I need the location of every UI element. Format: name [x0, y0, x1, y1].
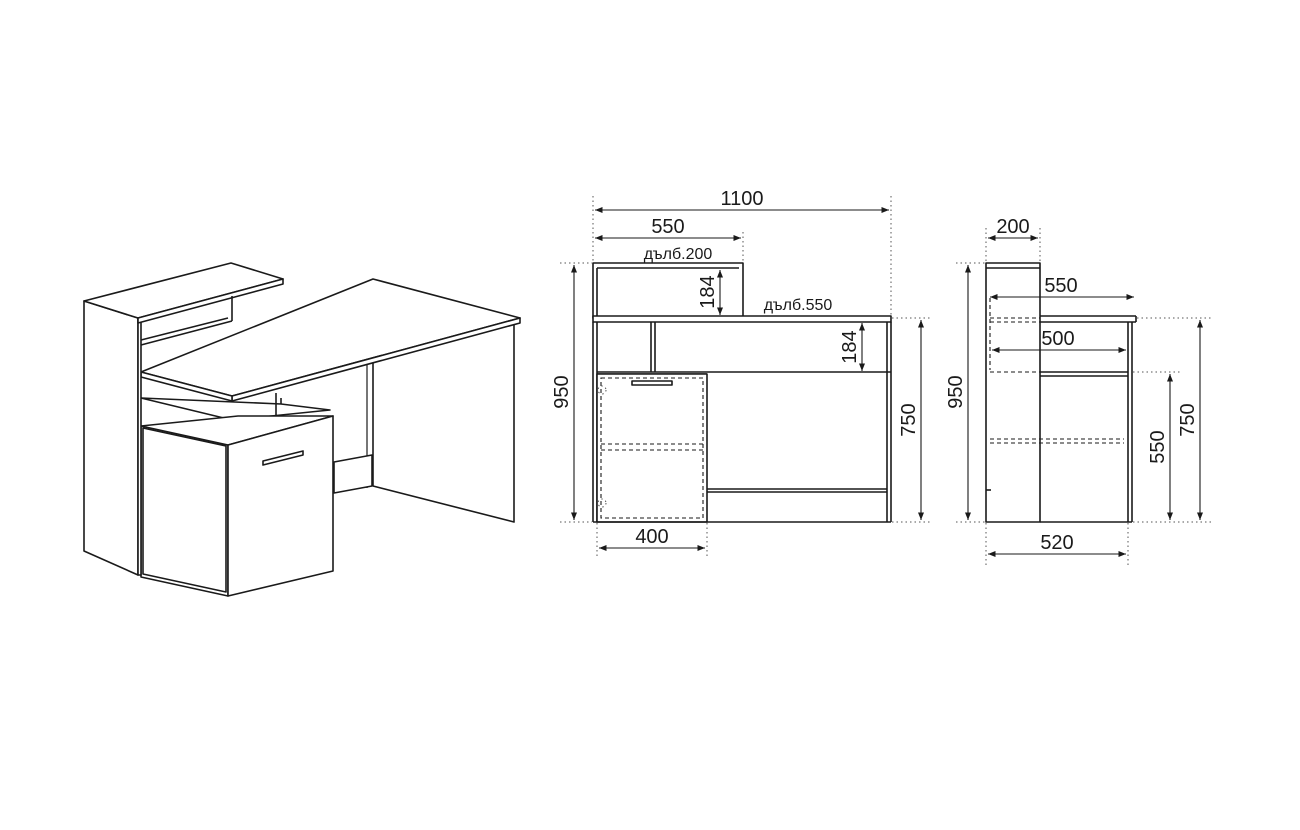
- front-cabinet-width-label: 400: [635, 526, 668, 548]
- front-height-desk-label: 750: [898, 403, 920, 436]
- side-tall-panel: [985, 262, 1041, 523]
- front-width-upper-label: 550: [651, 216, 684, 238]
- side-view: 200 550 500 950 550 750 520: [945, 216, 1212, 566]
- back-panel: [333, 454, 373, 494]
- front-height-total-label: 950: [551, 375, 573, 408]
- front-depth-desk-label: дълб.550: [764, 297, 833, 314]
- front-desk-top: [592, 315, 892, 323]
- side-height-total-label: 950: [945, 375, 967, 408]
- tall-side-panel: [83, 300, 139, 576]
- front-width-total-label: 1100: [720, 188, 763, 210]
- side-depth-550-label: 550: [1044, 275, 1077, 297]
- isometric-view: [83, 262, 521, 597]
- side-depth-upper-label: 200: [996, 216, 1029, 238]
- door-handle: [262, 450, 304, 466]
- lower-shelf: [140, 397, 331, 421]
- front-shelf-desk-height-label: 184: [839, 330, 861, 363]
- front-view: 1100 550 дълб.200 дълб.550 184 184 950 7…: [551, 188, 932, 556]
- side-height-cabinet-label: 550: [1147, 430, 1169, 463]
- side-depth-500-label: 500: [1041, 328, 1074, 350]
- cabinet-door: [227, 415, 334, 597]
- front-depth-upper-label: дълб.200: [644, 246, 713, 263]
- front-cabinet: [596, 373, 708, 523]
- side-base-width-label: 520: [1040, 532, 1073, 554]
- side-height-desk-label: 750: [1177, 403, 1199, 436]
- front-shelf-upper-height-label: 184: [697, 275, 719, 308]
- front-door-handle: [631, 380, 673, 386]
